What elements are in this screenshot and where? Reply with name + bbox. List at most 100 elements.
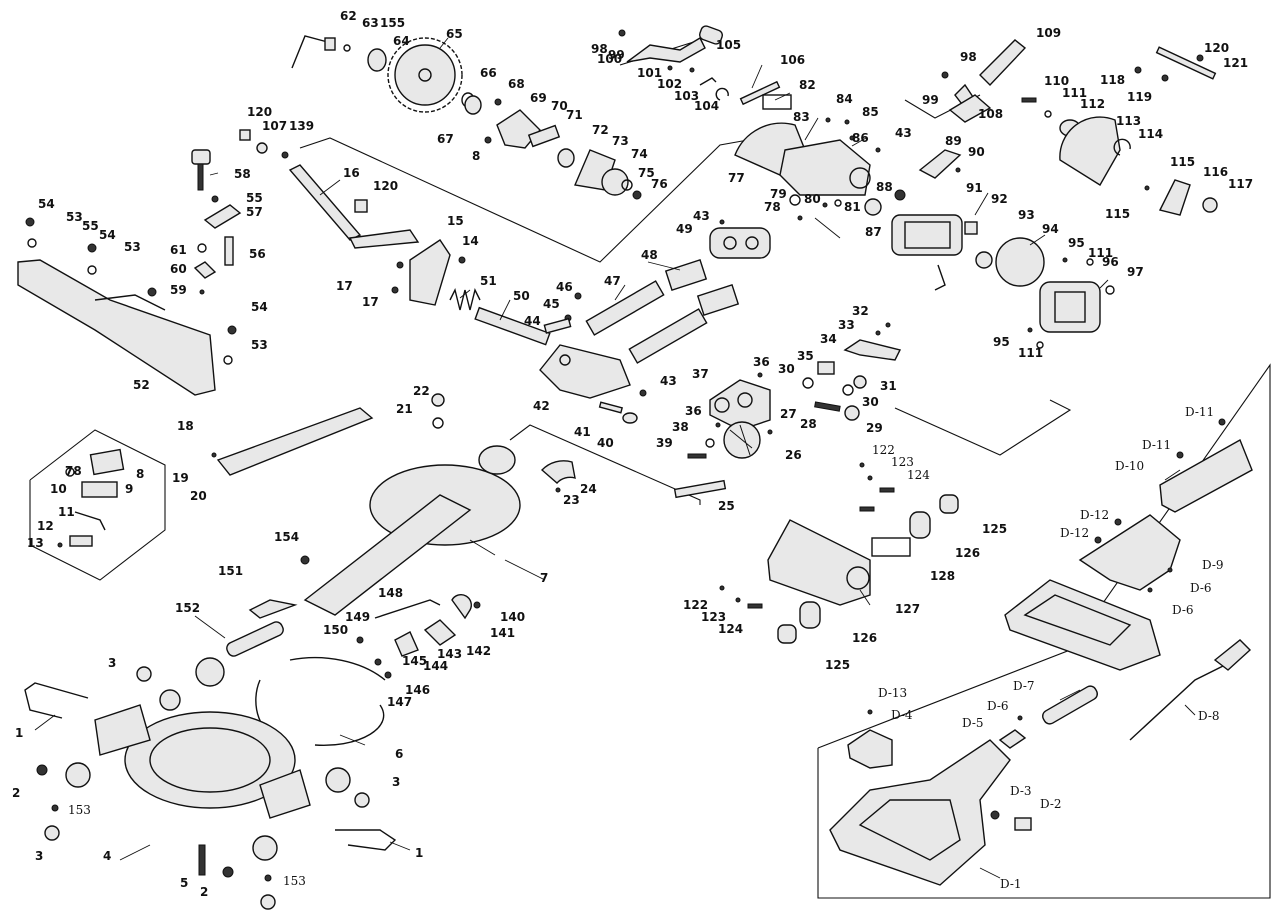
bushing-48b (696, 284, 740, 316)
label-12: 12 (37, 519, 54, 533)
label-17-bottom: 17 (362, 295, 379, 309)
label-31: 31 (880, 379, 897, 393)
label-57: 57 (246, 205, 263, 219)
label-65: 65 (446, 27, 463, 41)
bolt-28 (814, 401, 841, 412)
washer-30a (802, 377, 814, 389)
screw-27 (767, 429, 773, 435)
screw-86 (849, 135, 855, 141)
label-118: 118 (1100, 73, 1125, 87)
cable-11 (74, 511, 106, 531)
screw-147 (384, 671, 392, 679)
washer-53-b (87, 265, 97, 275)
label-42: 42 (533, 399, 550, 413)
label-4: 4 (103, 849, 111, 863)
part-number-labels: 62 63 155 64 65 66 67 68 8 69 70 71 72 7… (12, 9, 1253, 899)
label-96: 96 (1102, 255, 1119, 269)
screw-80 (822, 202, 828, 208)
bolt-39 (687, 453, 707, 459)
label-89: 89 (945, 134, 962, 148)
shaft-106 (739, 80, 781, 106)
label-111-bottom: 111 (1018, 346, 1043, 360)
label-114: 114 (1138, 127, 1163, 141)
screw-54-a (25, 217, 35, 227)
inset-frame-base-pcb (29, 429, 166, 581)
label-91: 91 (966, 181, 983, 195)
label-33: 33 (838, 318, 855, 332)
label-d4: D-4 (891, 708, 913, 722)
screw-d6-c (1017, 715, 1023, 721)
label-90: 90 (968, 145, 985, 159)
label-15: 15 (447, 214, 464, 228)
armature-91 (891, 214, 963, 256)
screw-122-bottom (719, 585, 725, 591)
label-68: 68 (508, 77, 525, 91)
lever-34 (843, 339, 902, 361)
lever-bar-16 (348, 229, 420, 249)
label-108: 108 (978, 107, 1003, 121)
bushing-126-bottom (799, 601, 821, 629)
label-54-right: 54 (251, 300, 268, 314)
brush-cable (934, 264, 946, 291)
label-115-left: 115 (1105, 207, 1130, 221)
label-99-right: 99 (922, 93, 939, 107)
screw-d6-a (1167, 567, 1173, 573)
label-63: 63 (362, 16, 379, 30)
flange-67 (464, 95, 482, 115)
stator-96 (1039, 281, 1101, 333)
screw-59 (199, 289, 205, 295)
bushing-125-top (939, 494, 959, 514)
handle-frame-d9 (1078, 514, 1181, 591)
label-32: 32 (852, 304, 869, 318)
label-101: 101 (637, 66, 662, 80)
screw-17a (396, 261, 404, 269)
screw-119 (1161, 74, 1169, 82)
label-54-middle: 54 (99, 228, 116, 242)
label-d1: D-1 (1000, 877, 1022, 891)
flange-117 (1202, 197, 1218, 213)
washer-111a (1044, 110, 1052, 118)
bearing-87 (864, 198, 882, 216)
label-55-right: 55 (246, 191, 263, 205)
screw-139 (281, 151, 289, 159)
lever-16 (288, 164, 362, 241)
gear-74 (601, 168, 629, 196)
label-97: 97 (1127, 265, 1144, 279)
rod-50 (474, 306, 551, 346)
label-44: 44 (524, 314, 541, 328)
label-141: 141 (490, 626, 515, 640)
label-d9: D-9 (1202, 558, 1224, 572)
label-93: 93 (1018, 208, 1035, 222)
clamp-2-right (222, 866, 234, 878)
label-72: 72 (592, 123, 609, 137)
label-30-top: 30 (778, 362, 795, 376)
detent-143 (394, 631, 419, 657)
screw-154 (300, 555, 310, 565)
spring-104 (715, 87, 729, 101)
screw-123-bottom (735, 597, 741, 603)
label-23: 23 (563, 493, 580, 507)
bracket-49 (709, 227, 771, 259)
label-99-left: 99 (608, 48, 625, 62)
screw-98-right (941, 71, 949, 79)
label-112: 112 (1080, 97, 1105, 111)
rail-carriage-42 (539, 344, 631, 399)
screw-d6-b (1147, 587, 1153, 593)
label-54-left: 54 (38, 197, 55, 211)
screw-153-right (264, 874, 272, 882)
label-128 (871, 537, 911, 557)
bearing-93 (975, 251, 993, 269)
label-120-right: 120 (1204, 41, 1229, 55)
label-53-right: 53 (251, 338, 268, 352)
label-146: 146 (405, 683, 430, 697)
label-58: 58 (234, 167, 251, 181)
pin-36b (715, 422, 721, 428)
spindle-70-71 (527, 124, 561, 148)
label-125-top: 125 (982, 522, 1007, 536)
label-50: 50 (513, 289, 530, 303)
carry-handle-1-right (335, 829, 397, 851)
label-152: 152 (175, 601, 200, 615)
label-64: 64 (393, 34, 410, 48)
label-153-right: 153 (283, 874, 306, 888)
label-27: 27 (780, 407, 797, 421)
